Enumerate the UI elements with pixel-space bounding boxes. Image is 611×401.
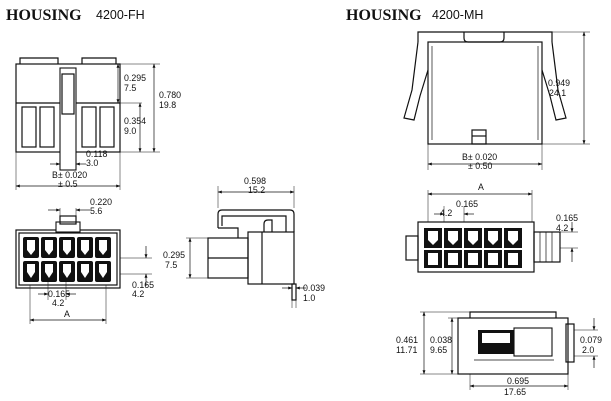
fh-bottom-row-cavities [23,261,111,282]
mh-dim-width-mm: ± 0.50 [468,161,493,171]
fh-front-view [15,57,160,190]
fh-dim-top-mm: 7.5 [124,83,136,93]
fh-bottom-view [15,208,152,324]
fh-dim-mid-mm: 9.0 [124,126,136,136]
mh-bottom-row-cavities [424,250,522,268]
left-housing-title: HOUSING [6,7,82,24]
right-housing-title: HOUSING [346,7,422,24]
side-dim-pin-inch: 0.039 [303,283,325,293]
fh-bottom-dim-latch-mm: 5.6 [90,206,102,216]
fh-bottom-dim-a: A [64,309,70,319]
mh-side-dim-inner-mm: 9.65 [430,345,447,355]
mh-side-view [420,311,598,390]
fh-bottom-dim-pitch-mm: 4.2 [52,298,64,308]
mh-top-row-cavities [424,228,522,248]
mh-top-dim-side-inch: 0.165 [556,213,578,223]
side-dim-height-mm: 7.5 [165,260,177,270]
mh-side-dim-length-inch: 0.695 [507,376,529,386]
fh-dim-width-inch: B± 0.020 [52,170,87,180]
fh-bottom-dim-row-inch: 0.165 [132,280,154,290]
side-dim-length-inch: 0.598 [244,176,266,186]
left-model-number: 4200-FH [96,8,145,22]
mh-front-view [403,31,590,170]
mh-top-dim-pitch-inch: 0.165 [456,199,478,209]
fh-bottom-dim-latch-inch: 0.220 [90,197,112,207]
fh-top-row-cavities [23,237,111,258]
mh-top-dim-a: A [478,182,484,192]
fh-dim-height-inch: 0.780 [159,90,181,100]
mh-top-view [405,190,578,273]
mh-side-dim-inner-inch: 0.038 [430,335,452,345]
fh-side-view [186,186,306,308]
mh-side-dim-total-mm: 11.71 [396,345,417,355]
mh-side-dim-right-inch: 0.079 [580,335,602,345]
mh-dim-height-mm: 24.1 [549,88,566,98]
fh-dim-mid-inch: 0.354 [124,116,146,126]
fh-dim-height-mm: 19.8 [159,100,176,110]
mh-side-dim-total-inch: 0.461 [396,335,418,345]
side-dim-length-mm: 15.2 [248,185,265,195]
mh-side-dim-right-mm: 2.0 [582,345,594,355]
side-dim-pin-mm: 1.0 [303,293,315,303]
side-dim-height-inch: 0.295 [163,250,185,260]
mh-dim-height-inch: 0.949 [548,78,570,88]
fh-dim-top-inch: 0.295 [124,73,146,83]
mh-top-dim-pitch-mm: 4.2 [440,208,452,218]
fh-bottom-dim-pitch-inch: 0.165 [48,289,70,299]
right-model-number: 4200-MH [432,8,483,22]
mh-side-dim-length-mm: 17.65 [504,387,526,397]
mh-top-dim-side-mm: 4.2 [556,223,568,233]
fh-dim-latch-mm: 3.0 [86,158,98,168]
fh-bottom-dim-row-mm: 4.2 [132,289,144,299]
fh-dim-latch-inch: 0.118 [86,149,107,159]
fh-dim-width-mm: ± 0.5 [58,179,78,189]
mh-dim-width-inch: B± 0.020 [462,152,497,162]
